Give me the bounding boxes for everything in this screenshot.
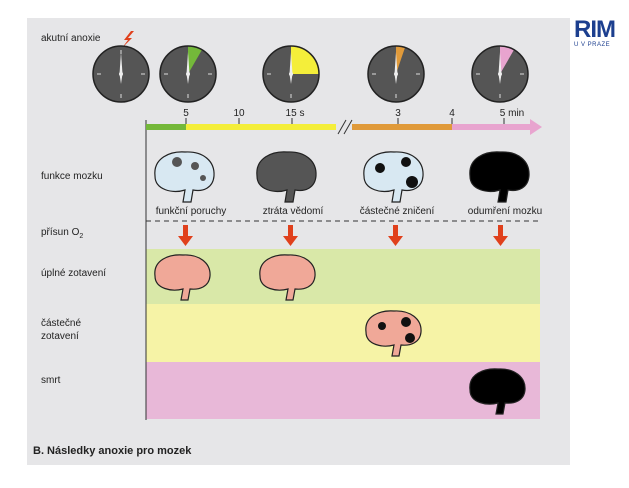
tick-label-4: 4 <box>449 108 455 119</box>
timeline-yellow <box>186 124 336 130</box>
arrow-1 <box>178 225 193 246</box>
arrow-2 <box>283 225 298 246</box>
stage-loss-of-consciousness: ztráta vědomí <box>263 206 324 217</box>
brain-functional-disorder <box>155 152 214 202</box>
brain-loss-of-consciousness <box>257 152 316 202</box>
tick-label-15s: 15 s <box>286 108 305 119</box>
brain-recovery-2 <box>260 255 315 300</box>
clock-3min <box>368 46 424 102</box>
label-acute-anoxia: akutní anoxie <box>41 33 101 44</box>
arrow-3 <box>388 225 403 246</box>
stage-brain-death: odumření mozku <box>468 206 542 217</box>
label-full-recovery: úplné zotavení <box>41 268 106 279</box>
clock-15s <box>263 46 319 102</box>
timeline-arrowhead <box>530 119 542 135</box>
brain-partial-destruction <box>364 152 423 202</box>
clock-5s <box>160 46 216 102</box>
figure-caption: B. Následky anoxie pro mozek <box>33 445 191 457</box>
tick-label-5min: 5 min <box>500 108 524 119</box>
clock-5min <box>472 46 528 102</box>
stage-functional-disorders: funkční poruchy <box>156 206 227 217</box>
label-partial-2: zotavení <box>41 331 79 342</box>
timeline-green <box>146 124 186 130</box>
label-oxygen-supply-sub: 2 <box>79 233 83 240</box>
tick-label-10: 10 <box>233 108 244 119</box>
tick-label-5: 5 <box>183 108 189 119</box>
timeline-pink <box>452 124 534 130</box>
clock-start <box>93 46 149 102</box>
label-oxygen-supply-text: přísun O <box>41 227 79 238</box>
brain-partial-recovery <box>366 311 421 356</box>
brain-recovery-1 <box>155 255 210 300</box>
label-brain-function: funkce mozku <box>41 171 103 182</box>
label-partial-1: částečné <box>41 318 81 329</box>
brain-death <box>470 369 525 414</box>
brain-brain-death <box>470 152 529 202</box>
stage-partial-destruction: částečné zničení <box>360 206 435 217</box>
timeline-orange <box>352 124 452 130</box>
tick-label-3: 3 <box>395 108 401 119</box>
label-death: smrt <box>41 375 60 386</box>
label-oxygen-supply: přísun O2 <box>41 227 83 240</box>
arrow-4 <box>493 225 508 246</box>
